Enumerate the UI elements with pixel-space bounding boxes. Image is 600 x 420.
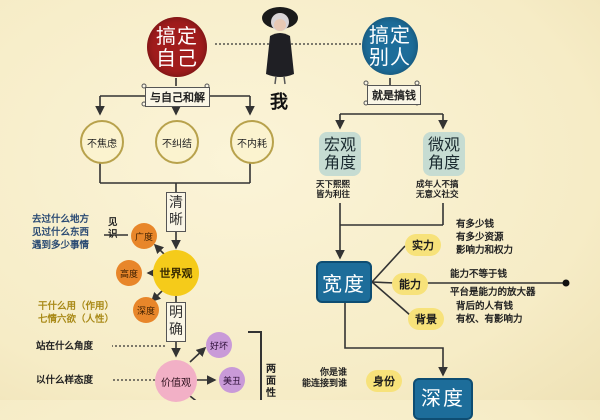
macro-perspective-box: 宏观 角度 bbox=[319, 132, 361, 176]
root-others-line1: 搞定 bbox=[369, 23, 411, 47]
clear-label: 清晰 bbox=[169, 195, 183, 228]
root-self-line1: 搞定 bbox=[156, 24, 198, 48]
depth-notes: 干什么用（作用） 七情六欲（人性） bbox=[38, 300, 114, 326]
node-worldview: 世界观 bbox=[153, 250, 199, 296]
note-line: 七情六欲（人性） bbox=[38, 314, 115, 325]
micro-line2: 角度 bbox=[427, 153, 460, 172]
node-beauty-ugly: 美丑 bbox=[219, 367, 245, 393]
note-line: 干什么用（作用） bbox=[38, 301, 115, 312]
root-manage-self: 搞定 自己 bbox=[147, 17, 207, 77]
node-no-anxiety: 不焦虑 bbox=[80, 120, 124, 164]
reconcile-with-self-tag: 与自己和解 bbox=[145, 87, 210, 107]
note-line: 天下熙熙 bbox=[316, 180, 351, 190]
note-attitude: 以什么样态度 bbox=[36, 375, 94, 386]
width-box: 宽度 bbox=[316, 261, 372, 303]
definite-label: 明确 bbox=[169, 305, 183, 338]
note-line: 有多少钱 bbox=[456, 219, 495, 230]
definite-tag: 明确 bbox=[166, 302, 186, 342]
clear-tag: 清晰 bbox=[166, 192, 186, 232]
note-line: 你是谁 bbox=[320, 368, 348, 378]
note-line: 有权、有影响力 bbox=[456, 314, 523, 325]
note-line: 成年人不搞 bbox=[416, 180, 459, 190]
note-standpoint: 站在什么角度 bbox=[36, 341, 94, 352]
node-good-bad: 好坏 bbox=[206, 332, 232, 358]
old-woman-figure-icon bbox=[262, 7, 298, 85]
note-line: 背后的人有钱 bbox=[456, 301, 514, 312]
strength-notes: 有多少钱 有多少资源 影响力和权力 bbox=[456, 218, 513, 257]
knowledge-text: 见识 bbox=[108, 217, 118, 240]
pill-identity: 身份 bbox=[366, 370, 402, 392]
knowledge-notes: 去过什么地方 见过什么东西 遇到多少事情 bbox=[32, 213, 89, 252]
micro-perspective-box: 微观 角度 bbox=[423, 132, 465, 176]
node-depth: 深度 bbox=[133, 297, 159, 323]
ability-note-2: 平台是能力的放大器 bbox=[450, 287, 536, 298]
root-others-line2: 别人 bbox=[369, 45, 411, 69]
root-self-line2: 自己 bbox=[156, 46, 198, 70]
duality-label: 两面性 bbox=[266, 364, 278, 400]
note-line: 能连接到谁 bbox=[302, 379, 348, 389]
node-breadth: 广度 bbox=[131, 223, 157, 249]
note-line: 去过什么地方 bbox=[32, 214, 90, 225]
pill-ability: 能力 bbox=[392, 273, 428, 295]
background-notes: 背后的人有钱 有权、有影响力 bbox=[456, 300, 523, 326]
macro-line1: 宏观 bbox=[323, 135, 356, 154]
pill-background: 背景 bbox=[408, 308, 444, 330]
node-height: 高度 bbox=[116, 260, 142, 286]
knowledge-label: 见识 bbox=[108, 217, 120, 241]
node-values: 价值观 bbox=[155, 360, 197, 402]
make-money-tag: 就是搞钱 bbox=[367, 85, 421, 105]
node-no-entanglement: 不纠结 bbox=[155, 120, 199, 164]
duality-text: 两面性 bbox=[266, 364, 276, 399]
ability-note-1: 能力不等于钱 bbox=[450, 269, 508, 280]
node-no-exhaustion: 不内耗 bbox=[230, 120, 274, 164]
macro-notes: 天下熙熙 皆为利往 bbox=[316, 180, 350, 200]
note-line: 皆为利往 bbox=[316, 190, 351, 200]
depth-box: 深度 bbox=[413, 378, 473, 420]
connector-lines bbox=[95, 43, 570, 400]
micro-line1: 微观 bbox=[427, 135, 460, 154]
note-line: 遇到多少事情 bbox=[32, 240, 90, 251]
pill-strength: 实力 bbox=[405, 234, 441, 256]
note-line: 无意义社交 bbox=[416, 190, 459, 200]
macro-line2: 角度 bbox=[323, 153, 356, 172]
self-label: 我 bbox=[270, 92, 288, 113]
note-line: 影响力和权力 bbox=[456, 245, 514, 256]
micro-notes: 成年人不搞 无意义社交 bbox=[416, 180, 459, 200]
note-line: 有多少资源 bbox=[456, 232, 504, 243]
note-line: 见过什么东西 bbox=[32, 227, 90, 238]
root-manage-others: 搞定 别人 bbox=[362, 17, 418, 75]
identity-notes: 你是谁 能连接到谁 bbox=[302, 368, 347, 390]
